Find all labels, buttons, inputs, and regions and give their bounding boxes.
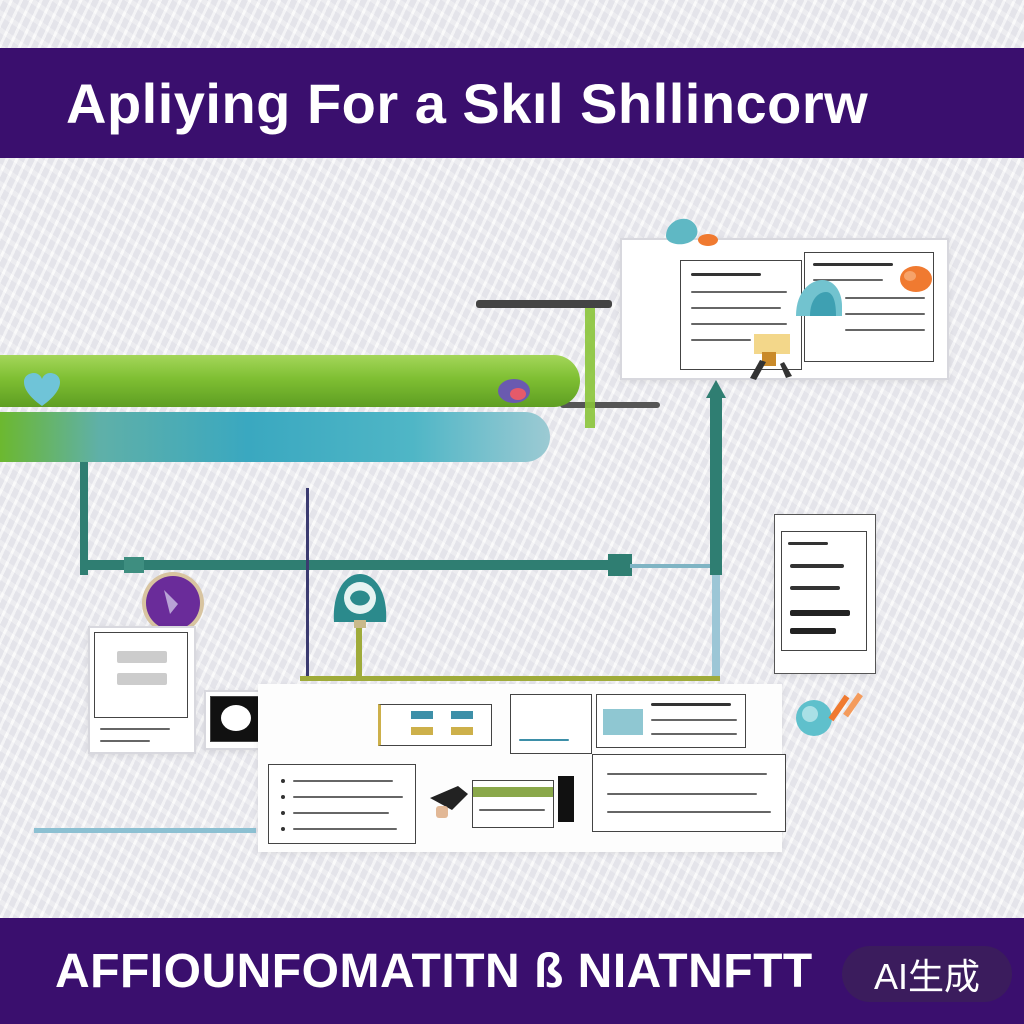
summary-widget [510,694,592,754]
connector-rod [476,300,612,308]
marker-bar [558,776,574,822]
caption-banner: AFFIOUNFOMATITN ß NIATNFTT [0,918,1024,1024]
progress-widget [472,780,554,828]
magnifier-icon [796,692,863,736]
profile-inner [94,632,188,718]
green-stub [585,308,595,428]
wire-olive-horizontal [300,676,720,681]
wire-stub-left [124,557,144,573]
checklist-document [268,764,416,844]
wire-right-link [630,564,720,568]
pen-hand-icon [430,786,468,818]
wire-bottom-left [34,828,256,833]
wire-main-horizontal [80,560,630,570]
wire-navy-vertical [306,488,309,680]
purple-badge-icon [142,572,204,634]
ribbon-award-icon [750,334,792,380]
green-progress-tube [0,355,580,407]
wire-left-vertical [80,455,88,575]
report-inner [781,531,867,651]
notes-document [592,754,786,832]
orange-blob-icon [900,266,932,292]
details-widget [596,694,746,748]
application-panel [258,684,786,852]
wire-down-right [712,575,720,680]
wire-olive-vertical [356,620,362,680]
wire-up-right [710,395,722,575]
report-document [774,514,876,674]
teal-progress-tube [0,412,550,462]
teal-dome-icon [796,280,842,316]
gem-icon [498,379,530,403]
arrow-up-icon [706,380,726,398]
title-banner: Apliying For a Skıl Shllincorw [0,48,1024,158]
profile-card [88,626,196,754]
heart-icon [24,373,60,406]
chart-widget [378,704,492,746]
wire-junction [608,554,632,576]
ai-generated-label: AI生成 [873,956,980,997]
page-title: Apliying For a Skıl Shllincorw [66,71,869,135]
application-card-top [620,238,949,380]
ai-generated-badge: AI生成 [842,946,1012,1002]
connector-rod-2 [560,402,660,408]
globe-hands-icon [333,574,387,628]
teal-leaf-icon [666,218,718,246]
footer-caption: AFFIOUNFOMATITN ß NIATNFTT [55,944,813,998]
